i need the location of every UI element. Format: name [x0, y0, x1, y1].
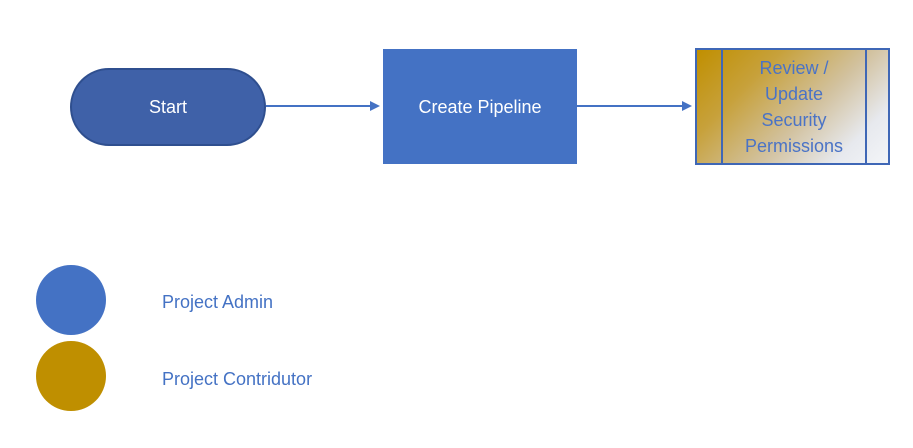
start-node: Start: [70, 68, 266, 146]
create-pipeline-node: Create Pipeline: [383, 49, 577, 164]
start-node-label: Start: [148, 97, 187, 117]
predefined-process-left-bar: [721, 50, 723, 163]
review-permissions-node: Review / Update Security Permissions: [695, 48, 890, 165]
create-pipeline-node-label: Create Pipeline: [418, 96, 542, 117]
review-permissions-node-label: Review / Update Security Permissions: [744, 57, 844, 156]
predefined-process-right-bar: [865, 50, 867, 163]
legend-project-contributor-swatch: [36, 341, 106, 411]
legend-project-admin-swatch: [36, 265, 106, 335]
legend-project-contributor-label: Project Contridutor: [162, 369, 313, 389]
legend-project-admin-label: Project Admin: [162, 292, 274, 312]
